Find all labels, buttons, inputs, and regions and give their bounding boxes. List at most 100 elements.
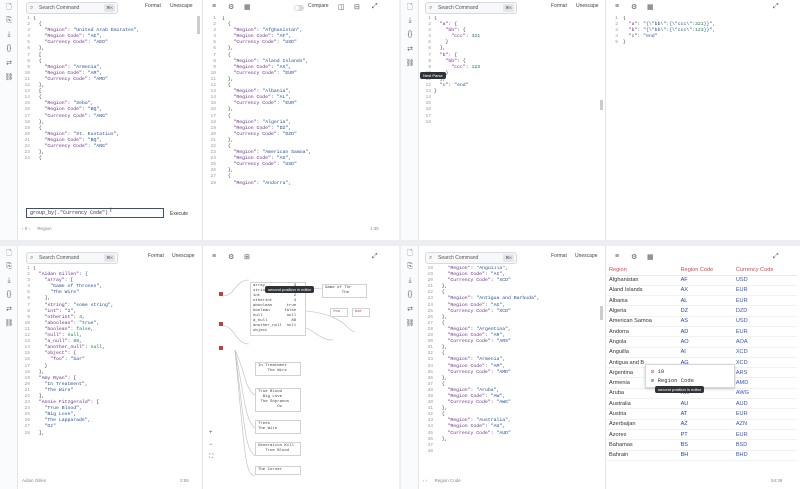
table-cell[interactable]: AS <box>678 316 734 327</box>
table-cell[interactable]: Aland Islands <box>607 285 679 297</box>
table-cell[interactable]: AL <box>678 295 734 307</box>
code-line[interactable]: { <box>222 52 231 58</box>
code-line[interactable]: { <box>436 320 445 326</box>
code-line[interactable]: { <box>436 412 445 418</box>
code-line[interactable]: }, <box>33 83 45 89</box>
code-editor-left[interactable]: { "a": { "bb": { "ccc": 321 } }, "b": { … <box>434 16 599 136</box>
table-cell[interactable]: AD <box>678 326 734 338</box>
arrow-right-icon[interactable]: › <box>425 478 428 483</box>
code-line[interactable]: "The Wire" <box>44 387 74 393</box>
code-line[interactable]: } <box>434 89 437 95</box>
code-line[interactable]: "Region Code": "AE", <box>44 34 103 40</box>
table-cell[interactable]: AW <box>678 388 734 400</box>
code-line[interactable]: "Region": "Argentina", <box>447 326 511 332</box>
table-cell[interactable]: AF <box>678 275 734 286</box>
code-line[interactable]: }, <box>436 406 448 412</box>
gear-icon[interactable]: ⚙ <box>631 4 638 11</box>
code-line[interactable]: "Region Code": "AU", <box>447 424 506 430</box>
code-line[interactable]: ], <box>33 393 45 399</box>
code-line[interactable]: "Region Code": "AX", <box>233 64 292 70</box>
code-line[interactable]: } <box>434 40 449 46</box>
code-line[interactable]: "c": "end" <box>439 83 469 89</box>
column-header[interactable]: Region <box>607 266 679 276</box>
code-line[interactable]: "Region": "Algeria", <box>233 119 292 125</box>
table-cell[interactable]: American Samoa <box>607 316 679 327</box>
code-line[interactable]: }, <box>33 150 45 156</box>
code-line[interactable]: "Currency Code": "USD" <box>233 40 297 46</box>
table-cell[interactable]: EUR <box>733 285 797 297</box>
code-line[interactable]: "Currency Code": "AMD" <box>44 76 108 82</box>
table-cell[interactable]: Angola <box>607 336 679 348</box>
table-cell[interactable]: BSD <box>733 439 797 451</box>
code-line[interactable]: "int": "2", <box>44 308 77 314</box>
code-line[interactable]: "Region Code": "BQ", <box>44 137 103 143</box>
table-cell[interactable]: EUR <box>733 429 797 441</box>
code-line[interactable]: "a_null": 88, <box>44 339 82 345</box>
code-line[interactable]: "Currency Code": "ANG" <box>44 113 108 119</box>
code-line[interactable]: "Region": "American Samoa", <box>233 150 312 156</box>
popup-item-key[interactable]: ⊙ Region Code <box>651 377 694 384</box>
table-cell[interactable]: Afghanistan <box>607 275 679 286</box>
execute-button[interactable]: Execute <box>170 211 189 217</box>
braces-icon[interactable]: {} <box>6 291 12 298</box>
search-input[interactable]: ⌕ Search Command ⌘K <box>26 2 118 14</box>
table-cell[interactable]: Armenia <box>607 377 679 389</box>
code-line[interactable]: [ <box>33 89 42 95</box>
table-cell[interactable]: Algeria <box>607 305 679 317</box>
unescape-button[interactable]: Unescape <box>576 3 599 9</box>
code-line[interactable]: "Currency Code": "DZD" <box>233 131 297 137</box>
code-line[interactable]: "True Blood", <box>44 406 82 412</box>
arrow-right-icon[interactable]: › <box>28 226 31 231</box>
table-cell[interactable]: Australia <box>607 398 679 410</box>
code-line[interactable]: }, <box>436 345 448 351</box>
code-line[interactable]: "Region Code": "DZ", <box>233 125 292 131</box>
table-cell[interactable]: EUR <box>733 408 797 420</box>
code-line[interactable]: "null": null, <box>44 333 82 339</box>
braces-icon[interactable]: {} <box>407 31 413 38</box>
code-line[interactable]: "bb": { <box>445 58 466 64</box>
code-editor-right[interactable]: [ { "Region": "Afghanistan", "Region Cod… <box>222 16 392 221</box>
command-input[interactable]: group_by(."Currency Code") <box>26 208 164 218</box>
scrollbar[interactable] <box>600 100 603 110</box>
code-line[interactable]: "Region": "United Arab Emirates", <box>44 28 140 34</box>
graph-node-bar[interactable]: bar <box>352 308 370 317</box>
file-icon[interactable]: 🗋 <box>6 250 12 257</box>
code-line[interactable]: { <box>222 83 231 89</box>
expand-icon[interactable]: ⤢ <box>372 3 378 10</box>
search-input[interactable]: ⌕ Search Command ⌘K <box>26 252 118 264</box>
code-line[interactable]: "c": "end" <box>628 34 658 40</box>
code-line[interactable]: "Currency Code": "EUR" <box>233 101 297 107</box>
code-line[interactable]: "Region Code": "AL", <box>233 95 292 101</box>
code-line[interactable]: "Region": "Andorra", <box>233 180 292 186</box>
code-line[interactable]: "Currency Code": "EUR" <box>233 70 297 76</box>
code-line[interactable]: ], <box>33 296 51 302</box>
pane-separator[interactable] <box>202 0 203 240</box>
format-button[interactable]: Format <box>551 253 567 259</box>
code-line[interactable]: "Region": "Albania", <box>233 89 292 95</box>
code-line[interactable]: "In Treatment", <box>44 381 88 387</box>
table-cell[interactable]: Andorra <box>607 326 679 338</box>
table-cell[interactable]: DZ <box>678 305 734 317</box>
code-line[interactable]: }, <box>222 137 234 143</box>
code-line[interactable]: "Currency Code": "AMD" <box>447 369 511 375</box>
code-line[interactable]: "object": { <box>44 351 77 357</box>
code-line[interactable]: "ccc": 123 <box>451 64 481 70</box>
code-line[interactable]: { <box>623 16 626 21</box>
align-left-icon[interactable]: ≡ <box>212 3 217 10</box>
table-cell[interactable]: Azores <box>607 429 679 441</box>
code-line[interactable]: "Region": "Afghanistan", <box>233 28 303 34</box>
code-line[interactable]: "Region": "Armenia", <box>447 357 506 363</box>
code-line[interactable]: "Oz" <box>44 424 57 430</box>
search-input[interactable]: ⌕ Search Command ⌘K <box>425 2 517 14</box>
table-cell[interactable]: XCD <box>733 357 797 369</box>
table-cell[interactable]: AI <box>678 347 734 358</box>
